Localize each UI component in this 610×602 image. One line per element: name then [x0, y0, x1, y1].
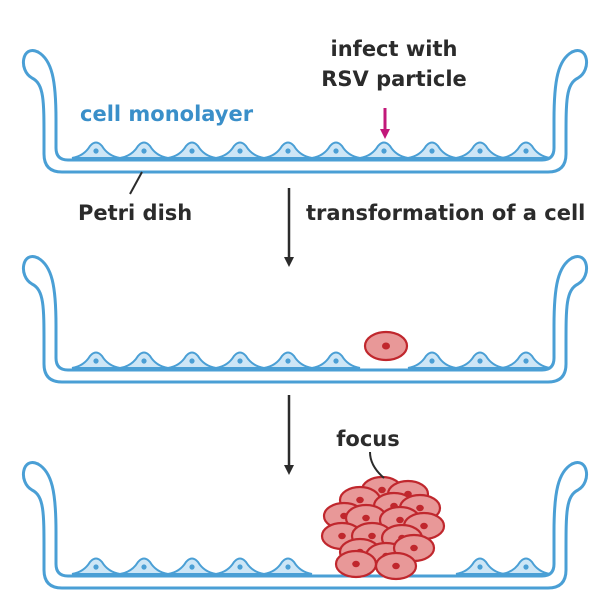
infect-label-line2: RSV particle	[321, 67, 467, 91]
cell-nucleus	[523, 148, 529, 154]
cell-nucleus	[93, 148, 99, 154]
transformed-cell-nucleus	[420, 522, 428, 530]
cell-nucleus	[141, 148, 147, 154]
cell-nucleus	[523, 358, 529, 364]
cell-nucleus	[333, 148, 339, 154]
cell-monolayer-3	[71, 557, 551, 575]
cell-nucleus	[381, 148, 387, 154]
transformed-cell-nucleus	[392, 562, 400, 570]
cell-nucleus	[93, 358, 99, 364]
transformed-cell-nucleus	[362, 514, 370, 522]
transformed-cell-nucleus	[368, 532, 376, 540]
cell-monolayer-1	[71, 141, 551, 159]
cell-nucleus	[477, 148, 483, 154]
transformed-cell-nucleus	[338, 532, 346, 540]
dish-1-outline	[22, 49, 588, 174]
petri-dish-label: Petri dish	[78, 201, 192, 225]
petri-dish-3	[22, 461, 588, 590]
transformed-cell-nucleus	[356, 496, 364, 504]
transformed-cell-nucleus	[416, 504, 424, 512]
transformed-cell-nucleus	[378, 486, 386, 494]
cell-nucleus	[189, 564, 195, 570]
dish-2-inner	[36, 256, 574, 372]
transformed-cell-nucleus	[410, 544, 418, 552]
focus-label: focus	[336, 427, 399, 451]
cell-nucleus	[285, 148, 291, 154]
cell-nucleus	[189, 358, 195, 364]
petri-dish-2	[22, 255, 588, 384]
transformed-cell-nucleus	[396, 516, 404, 524]
transformation-label: transformation of a cell	[306, 201, 585, 225]
cell-nucleus	[477, 564, 483, 570]
cell-nucleus	[523, 564, 529, 570]
cell-nucleus	[189, 148, 195, 154]
cell-nucleus	[285, 358, 291, 364]
dish-1-inner	[36, 50, 574, 162]
cell-monolayer-2	[71, 351, 551, 369]
cell-nucleus	[477, 358, 483, 364]
petri-dish-1	[22, 49, 588, 174]
cell-nucleus	[429, 148, 435, 154]
cell-nucleus	[285, 564, 291, 570]
dish-3-outline	[22, 461, 588, 590]
cell-nucleus	[141, 564, 147, 570]
cell-nucleus	[237, 148, 243, 154]
focus-cell-cluster	[320, 475, 446, 581]
cell-nucleus	[93, 564, 99, 570]
cell-nucleus	[141, 358, 147, 364]
petri-dish-leader	[129, 171, 143, 195]
focus-leader	[369, 451, 385, 479]
dish-2-outline	[22, 255, 588, 384]
transformed-cell	[363, 330, 409, 362]
cell-nucleus	[237, 358, 243, 364]
cell-monolayer-label: cell monolayer	[80, 102, 254, 126]
cell-nucleus	[429, 358, 435, 364]
transformed-cell-nucleus	[352, 560, 360, 568]
cell-nucleus	[237, 564, 243, 570]
cell-nucleus	[333, 358, 339, 364]
infect-label-line1: infect with	[331, 37, 458, 61]
dish-3-inner	[36, 462, 574, 578]
